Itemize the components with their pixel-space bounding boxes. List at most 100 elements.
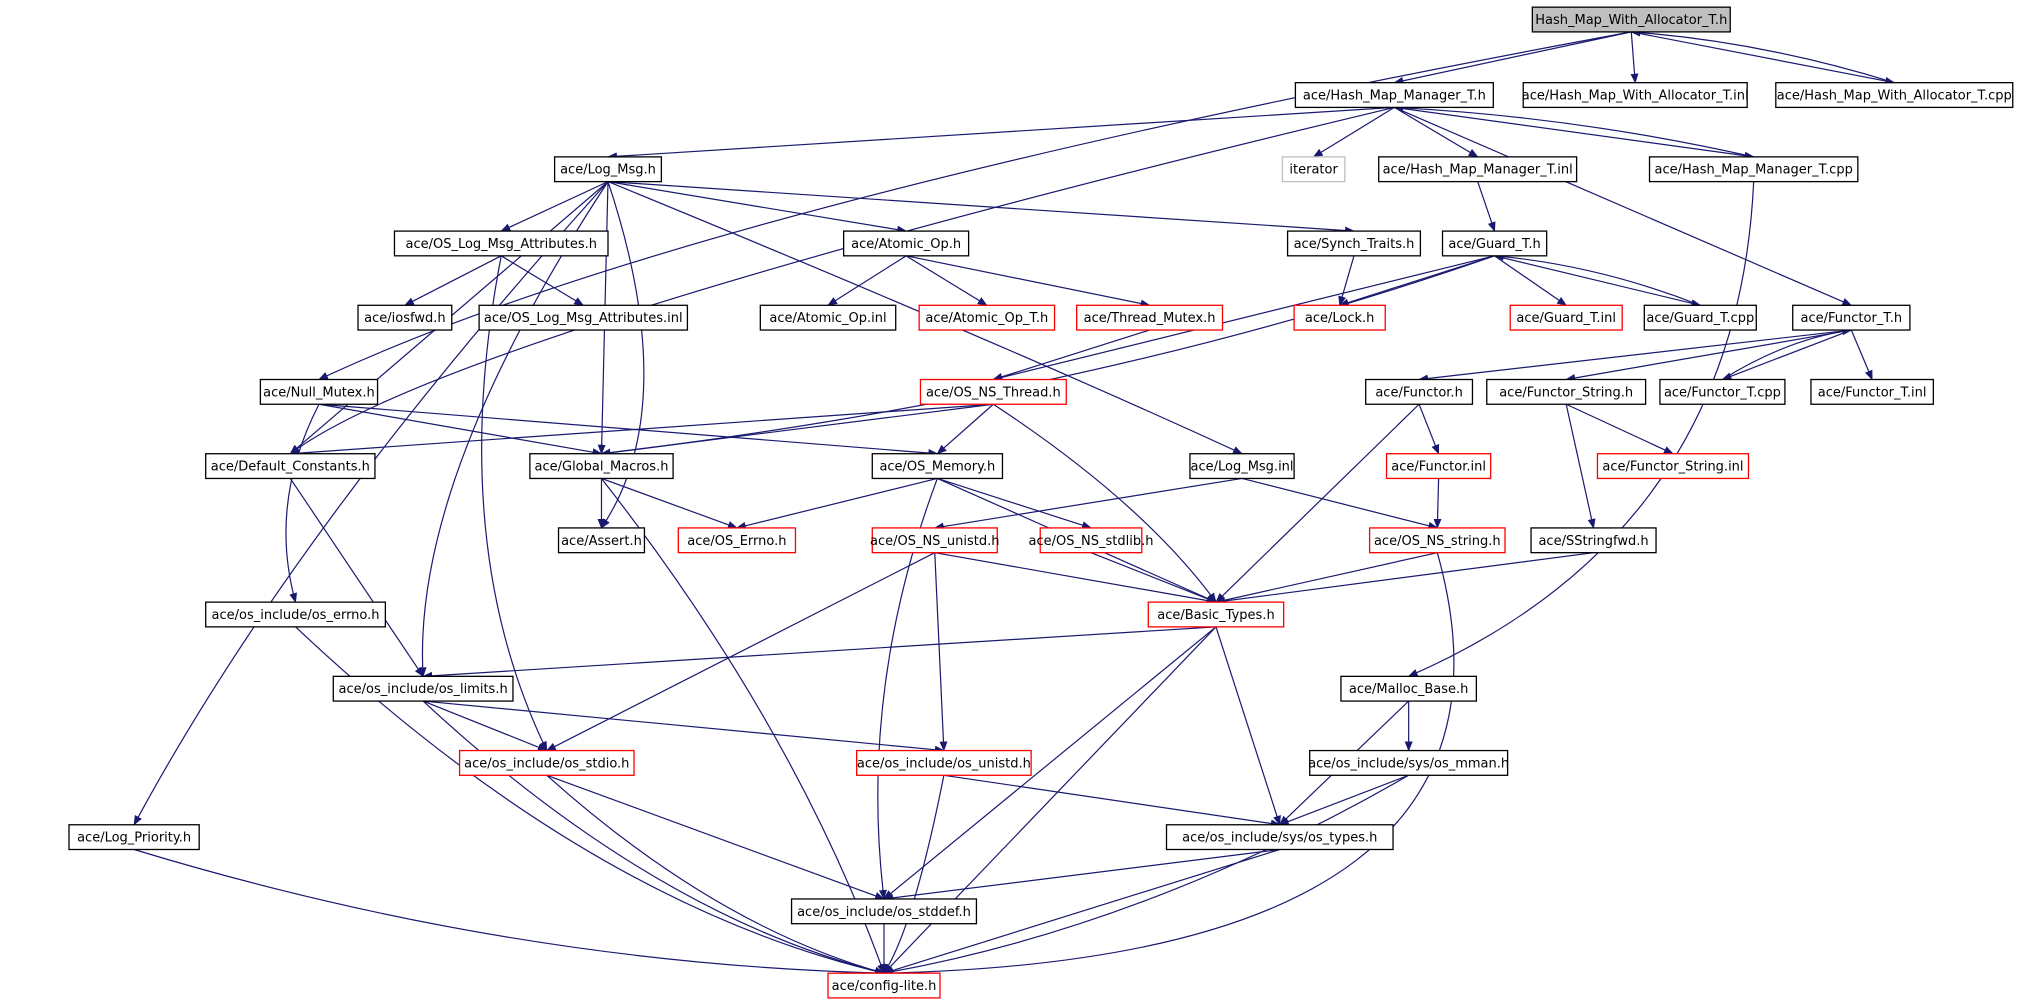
edge-atomic_h-to-atomic_t_h: [905, 255, 988, 306]
edge-logmsg_inl-to-os_ns_string_h: [1241, 477, 1439, 530]
node-box: [205, 601, 387, 628]
node-label: ace/OS_Errno.h: [687, 534, 786, 549]
node-functor_string_inl[interactable]: ace/Functor_String.inl: [1596, 453, 1750, 480]
edge-null_mutex_h-to-os_include_os_errno_h: [285, 403, 320, 604]
node-sstringfwd_h[interactable]: ace/SStringfwd.h: [1530, 527, 1657, 554]
node-os_mman_h[interactable]: ace/os_include/sys/os_mman.h: [1308, 749, 1509, 776]
node-iosfwd[interactable]: ace/iosfwd.h: [357, 304, 453, 331]
node-oslma_inl[interactable]: ace/OS_Log_Msg_Attributes.inl: [478, 304, 689, 331]
node-label: ace/Functor.inl: [1391, 460, 1486, 475]
node-atomic_h[interactable]: ace/Atomic_Op.h: [842, 230, 970, 257]
node-label: ace/Atomic_Op.h: [851, 237, 961, 252]
edge-os_ns_thread_h-to-default_constants_h: [289, 403, 994, 458]
node-label: ace/Assert.h: [561, 534, 642, 549]
node-log_priority_h[interactable]: ace/Log_Priority.h: [68, 824, 200, 851]
node-malloc_base_h[interactable]: ace/Malloc_Base.h: [1340, 675, 1478, 702]
edge-functor_string_h-to-functor_string_inl: [1565, 403, 1674, 455]
edge-os_unistd_h-to-os_types_h: [943, 774, 1281, 828]
node-hmm_cpp[interactable]: ace/Hash_Map_Manager_T.cpp: [1648, 156, 1859, 183]
node-label: ace/os_include/os_stddef.h: [797, 905, 971, 920]
node-root[interactable]: Hash_Map_With_Allocator_T.h: [1531, 6, 1731, 33]
node-box: [1189, 453, 1295, 480]
node-functor_t_h[interactable]: ace/Functor_T.h: [1792, 304, 1911, 331]
node-logmsg_inl[interactable]: ace/Log_Msg.inl: [1189, 453, 1295, 480]
node-label: Hash_Map_With_Allocator_T.h: [1535, 13, 1727, 28]
node-box: [1165, 824, 1394, 851]
node-null_mutex_h[interactable]: ace/Null_Mutex.h: [259, 378, 379, 405]
node-box: [842, 230, 970, 257]
edge-logmsg_h-to-assert_h: [600, 181, 645, 529]
edge-hmm_h-to-hmm_inl: [1394, 106, 1479, 158]
node-box: [1486, 378, 1647, 405]
edge-functor_string_h-to-sstringfwd_h: [1565, 404, 1596, 529]
node-functor_t_cpp[interactable]: ace/Functor_T.cpp: [1659, 378, 1786, 405]
node-box: [1509, 304, 1623, 331]
node-box: [1309, 749, 1509, 776]
node-label: ace/config-lite.h: [832, 979, 937, 994]
node-lock_h[interactable]: ace/Lock.h: [1293, 304, 1386, 331]
edge-os_ns_thread_h-to-os_memory_h: [936, 403, 994, 455]
node-label: ace/os_include/os_limits.h: [339, 682, 508, 697]
edge-logmsg_h-to-log_priority_h: [133, 181, 609, 826]
node-functor_string_h[interactable]: ace/Functor_String.h: [1486, 378, 1647, 405]
node-label: ace/Functor_T.h: [1801, 311, 1903, 326]
node-default_constants_h[interactable]: ace/Default_Constants.h: [205, 453, 376, 480]
node-hmwa_cpp[interactable]: ace/Hash_Map_With_Allocator_T.cpp: [1775, 82, 2014, 109]
node-functor_h[interactable]: ace/Functor.h: [1365, 378, 1474, 405]
node-basic_types_h[interactable]: ace/Basic_Types.h: [1147, 601, 1285, 628]
node-box: [1365, 378, 1474, 405]
node-atomic_t_h[interactable]: ace/Atomic_Op_T.h: [918, 304, 1056, 331]
node-os_types_h[interactable]: ace/os_include/sys/os_types.h: [1165, 824, 1394, 851]
node-iterator[interactable]: iterator: [1281, 156, 1346, 183]
node-box: [68, 824, 200, 851]
node-config_lite_h[interactable]: ace/config-lite.h: [827, 972, 941, 999]
node-box: [478, 304, 689, 331]
node-functor_inl[interactable]: ace/Functor.inl: [1385, 453, 1492, 480]
edge-os_ns_stdlib_h-to-basic_types_h: [1090, 552, 1217, 603]
node-synch_h[interactable]: ace/Synch_Traits.h: [1286, 230, 1422, 257]
node-guard_cpp[interactable]: ace/Guard_T.cpp: [1643, 304, 1757, 331]
node-guard_inl[interactable]: ace/Guard_T.inl: [1509, 304, 1623, 331]
node-box: [827, 972, 941, 999]
node-os_unistd_h[interactable]: ace/os_include/os_unistd.h: [856, 749, 1032, 776]
node-os_include_os_errno_h[interactable]: ace/os_include/os_errno.h: [205, 601, 387, 628]
node-logmsg_h[interactable]: ace/Log_Msg.h: [553, 156, 663, 183]
node-hmwa_inl[interactable]: ace/Hash_Map_With_Allocator_T.inl: [1522, 82, 1749, 109]
node-functor_t_inl[interactable]: ace/Functor_T.inl: [1810, 378, 1934, 405]
edge-global_macros_h-to-os_errno_h: [601, 477, 738, 529]
node-label: ace/OS_Log_Msg_Attributes.inl: [484, 311, 683, 326]
node-os_ns_unistd_h[interactable]: ace/OS_NS_unistd.h: [870, 527, 1000, 554]
node-box: [357, 304, 453, 331]
node-os_ns_stdlib_h[interactable]: ace/OS_NS_stdlib.h: [1029, 527, 1154, 554]
node-guard_h[interactable]: ace/Guard_T.h: [1441, 230, 1548, 257]
node-thread_mutex_h[interactable]: ace/Thread_Mutex.h: [1076, 304, 1224, 331]
node-box: [205, 453, 376, 480]
edge-hmm_cpp-to-malloc_base_h: [1407, 181, 1755, 677]
node-os_memory_h[interactable]: ace/OS_Memory.h: [871, 453, 1004, 480]
node-os_ns_thread_h[interactable]: ace/OS_NS_Thread.h: [919, 378, 1067, 405]
node-os_limits_h[interactable]: ace/os_include/os_limits.h: [332, 675, 514, 702]
node-hmm_inl[interactable]: ace/Hash_Map_Manager_T.inl: [1378, 156, 1578, 183]
edge-logmsg_h-to-oslma_h: [500, 181, 609, 232]
node-oslma_h[interactable]: ace/OS_Log_Msg_Attributes.h: [393, 230, 609, 257]
node-os_stddef_h[interactable]: ace/os_include/os_stddef.h: [790, 898, 978, 925]
node-hmm_h[interactable]: ace/Hash_Map_Manager_T.h: [1294, 82, 1494, 109]
node-assert_h[interactable]: ace/Assert.h: [557, 527, 646, 554]
node-box: [856, 749, 1032, 776]
node-label: ace/Functor_String.h: [1499, 385, 1633, 400]
node-os_ns_string_h[interactable]: ace/OS_NS_string.h: [1368, 527, 1506, 554]
edge-guard_cpp-to-guard_h: [1493, 252, 1701, 306]
edge-hmm_cpp-to-hmm_h: [1393, 103, 1754, 158]
node-label: ace/OS_NS_unistd.h: [870, 534, 1000, 549]
node-label: ace/Guard_T.cpp: [1646, 311, 1754, 326]
node-box: [871, 527, 998, 554]
node-box: [529, 453, 674, 480]
edge-os_ns_string_h-to-config_lite_h: [882, 552, 1455, 977]
node-label: ace/Hash_Map_With_Allocator_T.cpp: [1777, 89, 2012, 104]
node-os_errno_h[interactable]: ace/OS_Errno.h: [677, 527, 797, 554]
node-global_macros_h[interactable]: ace/Global_Macros.h: [529, 453, 674, 480]
node-label: ace/OS_NS_stdlib.h: [1029, 534, 1154, 549]
edge-os_ns_unistd_h-to-os_stdio_h: [545, 552, 936, 752]
node-os_stdio_h[interactable]: ace/os_include/os_stdio.h: [458, 749, 635, 776]
node-atomic_inl[interactable]: ace/Atomic_Op.inl: [759, 304, 897, 331]
